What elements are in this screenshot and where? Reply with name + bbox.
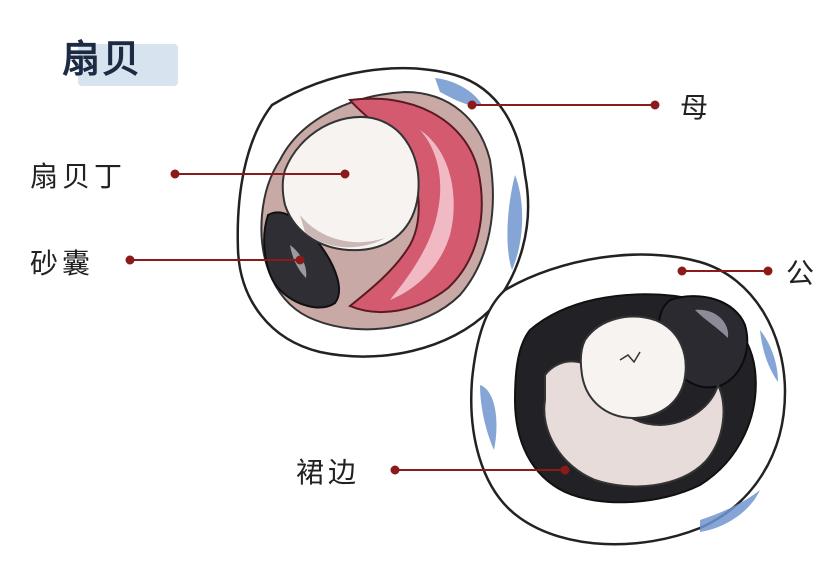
female-shell-blue-2	[507, 175, 523, 270]
label-stomach: 砂囊	[30, 247, 95, 280]
male-scallop	[470, 253, 787, 546]
leader-female-dot-b	[650, 100, 660, 110]
male-shell-blue-1	[480, 385, 497, 450]
label-female: 母	[680, 91, 713, 124]
female-scallop	[236, 67, 530, 358]
male-adductor	[579, 315, 687, 420]
title-highlight	[78, 44, 178, 86]
leader-adductor-dot-a	[170, 169, 180, 179]
label-adductor: 扇贝丁	[30, 160, 127, 193]
leader-skirt-dot-a	[390, 465, 400, 475]
female-roe-highlight	[390, 130, 454, 300]
male-gonad-highlight	[695, 309, 729, 338]
female-adductor	[281, 116, 420, 252]
male-shell-blue-3	[760, 330, 778, 382]
leader-adductor-dot-b	[340, 169, 350, 179]
label-male: 公	[786, 257, 819, 290]
leader-female-dot-a	[467, 100, 477, 110]
leader-male-dot-b	[763, 266, 773, 276]
label-mantle-edge: 裙边	[296, 456, 361, 489]
female-adductor-shade	[300, 215, 385, 248]
leader-lines	[125, 100, 773, 475]
leader-male-dot-a	[677, 266, 687, 276]
leader-stomach-dot-a	[125, 255, 135, 265]
leader-skirt-dot-b	[560, 465, 570, 475]
male-adductor-mark	[619, 351, 641, 364]
leader-stomach-dot-b	[295, 255, 305, 265]
page-title: 扇贝	[62, 37, 143, 81]
female-shell-blue-1	[435, 78, 482, 106]
male-shell-blue-2	[700, 490, 760, 532]
